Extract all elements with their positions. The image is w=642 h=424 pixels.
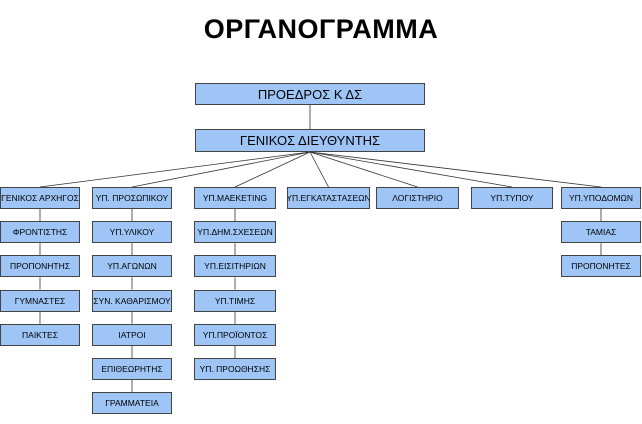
node-column-7-item-1: ΤΑΜΙΑΣ bbox=[561, 221, 641, 243]
node-column-2-item-2: ΥΠ.ΑΓΩΝΩΝ bbox=[92, 255, 172, 277]
node-column-head-2: ΥΠ. ΠΡΟΣΩΠΙΚΟΥ bbox=[92, 187, 172, 209]
node-column-1-item-1: ΦΡΟΝΤΙΣΤΗΣ bbox=[0, 221, 80, 243]
node-column-head-7: ΥΠ.ΥΠΟΔΟΜΩΝ bbox=[561, 187, 641, 209]
node-column-3-item-2: ΥΠ.ΕΙΣΙΤΗΡΙΩΝ bbox=[194, 255, 276, 277]
node-general-director: ΓΕΝΙΚΟΣ ΔΙΕΥΘΥΝΤΗΣ bbox=[195, 129, 425, 152]
node-column-1-item-2: ΠΡΟΠΟΝΗΤΗΣ bbox=[0, 255, 80, 277]
node-column-3-item-1: ΥΠ.ΔΗΜ.ΣΧΕΣΕΩΝ bbox=[194, 221, 276, 243]
node-column-2-item-3: ΣΥΝ. ΚΑΘΑΡΙΣΜΟΥ bbox=[92, 290, 172, 312]
node-column-head-4: ΥΠ.ΕΓΚΑΤΑΣΤΑΣΕΩΝ bbox=[287, 187, 370, 209]
node-column-head-1: ΓΕΝΙΚΟΣ ΑΡΧΗΓΟΣ bbox=[0, 187, 80, 209]
node-column-3-item-3: ΥΠ.ΤΙΜΗΣ bbox=[194, 290, 276, 312]
node-column-1-item-4: ΠΑΙΚΤΕΣ bbox=[0, 324, 80, 346]
node-column-2-item-6: ΓΡΑΜΜΑΤΕΙΑ bbox=[92, 392, 172, 414]
node-column-3-item-4: ΥΠ.ΠΡΟΪΟΝΤΟΣ bbox=[194, 324, 276, 346]
node-column-2-item-1: ΥΠ.ΥΛΙΚΟΥ bbox=[92, 221, 172, 243]
node-column-head-6: ΥΠ.ΤΥΠΟΥ bbox=[471, 187, 553, 209]
connector-director-column-2 bbox=[131, 151, 311, 188]
connector-director-column-4 bbox=[309, 151, 329, 188]
node-president: ΠΡΟΕΔΡΟΣ Κ ΔΣ bbox=[195, 83, 425, 105]
connector-director-column-6 bbox=[309, 151, 513, 188]
connector-director-column-5 bbox=[309, 151, 418, 188]
node-column-2-item-5: ΕΠΙΘΕΩΡΗΤΗΣ bbox=[92, 358, 172, 380]
node-column-head-3: ΥΠ.ΜΑΕΚΕΤΙΝG bbox=[194, 187, 276, 209]
node-column-7-item-2: ΠΡΟΠΟΝΗΤΕΣ bbox=[561, 255, 641, 277]
connector-director-column-3 bbox=[234, 151, 311, 188]
connector-director-column-7 bbox=[309, 151, 602, 188]
node-column-1-item-3: ΓΥΜΝΑΣΤΕΣ bbox=[0, 290, 80, 312]
node-column-3-item-5: ΥΠ. ΠΡΟΩΘΗΣΗΣ bbox=[194, 358, 276, 380]
connector-director-column-1 bbox=[39, 151, 311, 188]
node-column-head-5: ΛΟΓΙΣΤΗΡΙΟ bbox=[376, 187, 459, 209]
node-column-2-item-4: ΙΑΤΡΟΙ bbox=[92, 324, 172, 346]
chart-title: ΟΡΓΑΝΟΓΡΑΜΜΑ bbox=[203, 14, 439, 44]
